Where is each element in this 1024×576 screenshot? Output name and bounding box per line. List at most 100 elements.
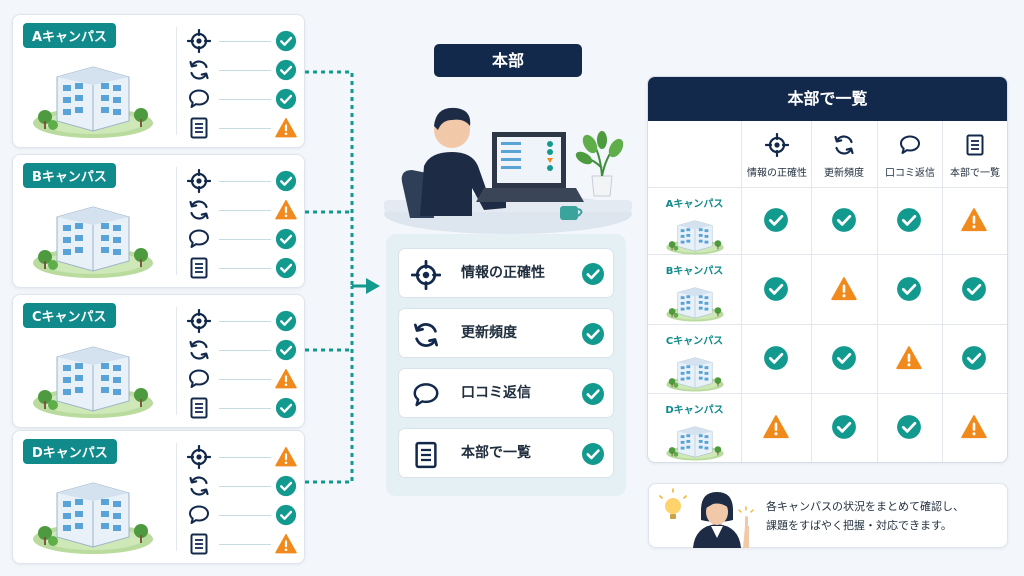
hq-row-label: 更新頻度 xyxy=(461,325,517,341)
warning-icon xyxy=(275,446,297,468)
divider xyxy=(648,324,1007,325)
speech-bubble-icon xyxy=(898,133,922,157)
table-title: 本部で一覧 xyxy=(648,77,1007,121)
warning-icon xyxy=(763,414,789,440)
campus-building-illustration xyxy=(662,350,728,392)
column-header-label: 情報の正確性 xyxy=(747,168,807,179)
campus-card-a: Aキャンパス xyxy=(12,14,305,148)
hq-row-update-frequency: 更新頻度 xyxy=(398,308,614,358)
refresh-icon xyxy=(187,338,211,362)
campus-check-row xyxy=(187,396,297,420)
hq-title: 本部 xyxy=(434,44,582,77)
campus-label: Dキャンパス xyxy=(23,439,117,464)
check-icon xyxy=(763,345,789,371)
connector-line xyxy=(219,515,271,516)
divider xyxy=(176,27,177,135)
divider xyxy=(942,121,943,462)
connector-line xyxy=(219,321,271,322)
row-header-label: Dキャンパス xyxy=(665,405,724,416)
document-icon xyxy=(187,396,211,420)
hq-row-overview: 本部で一覧 xyxy=(398,428,614,478)
connector-line xyxy=(219,486,271,487)
campus-check-row xyxy=(187,169,297,193)
check-icon xyxy=(275,170,297,192)
summary-line: 課題をすばやく把握・対応できます。 xyxy=(766,519,952,532)
connector-line xyxy=(219,210,271,211)
divider xyxy=(741,121,742,462)
campus-check-row xyxy=(187,367,297,391)
connector-line xyxy=(219,41,271,42)
divider xyxy=(648,393,1007,394)
check-icon xyxy=(961,345,987,371)
warning-icon xyxy=(275,117,297,139)
divider xyxy=(877,121,878,462)
campus-building-illustration xyxy=(662,419,728,461)
campus-card-d: Dキャンパス xyxy=(12,430,305,564)
warning-icon xyxy=(961,414,987,440)
refresh-icon xyxy=(832,133,856,157)
crosshair-icon xyxy=(187,29,211,53)
row-header-label: Bキャンパス xyxy=(665,266,724,277)
presenter-illustration xyxy=(659,488,754,548)
row-header-campus-c: Cキャンパス xyxy=(648,325,741,393)
column-header-update-frequency: 更新頻度 xyxy=(811,133,877,193)
crosshair-icon xyxy=(411,260,441,290)
column-header-review-reply: 口コミ返信 xyxy=(877,133,943,193)
warning-icon xyxy=(961,207,987,233)
row-header-label: Aキャンパス xyxy=(665,199,724,210)
refresh-icon xyxy=(187,474,211,498)
warning-icon xyxy=(275,533,297,555)
column-header-label: 口コミ返信 xyxy=(885,168,935,179)
row-header-campus-a: Aキャンパス xyxy=(648,188,741,256)
summary-line: 各キャンパスの状況をまとめて確認し、 xyxy=(766,500,964,513)
crosshair-icon xyxy=(765,133,789,157)
connector-line xyxy=(219,70,271,71)
check-icon xyxy=(831,345,857,371)
document-icon xyxy=(187,532,211,556)
check-icon xyxy=(275,88,297,110)
campus-card-b: Bキャンパス xyxy=(12,154,305,288)
speech-bubble-icon xyxy=(187,503,211,527)
campus-check-row xyxy=(187,309,297,333)
document-icon xyxy=(187,116,211,140)
divider xyxy=(176,167,177,275)
check-icon xyxy=(581,442,605,466)
row-header-campus-b: Bキャンパス xyxy=(648,255,741,323)
connector-line xyxy=(219,99,271,100)
check-icon xyxy=(275,30,297,52)
campus-label: Aキャンパス xyxy=(23,23,117,48)
check-icon xyxy=(831,207,857,233)
document-icon xyxy=(187,256,211,280)
connector-line xyxy=(219,239,271,240)
warning-icon xyxy=(275,199,297,221)
check-icon xyxy=(581,262,605,286)
campus-building-illustration xyxy=(27,331,159,419)
crosshair-icon xyxy=(187,169,211,193)
overview-table: 本部で一覧 情報の正確性 更新頻度 口コミ返信 本部で一覧 Aキャンパス Bキャ… xyxy=(647,76,1008,463)
campus-check-row xyxy=(187,503,297,527)
campus-check-row xyxy=(187,256,297,280)
row-header-label: Cキャンパス xyxy=(665,336,724,347)
campus-building-illustration xyxy=(662,280,728,322)
connector-line xyxy=(219,268,271,269)
divider xyxy=(648,187,1007,188)
document-icon xyxy=(411,440,441,470)
connector-line xyxy=(219,457,271,458)
check-icon xyxy=(896,276,922,302)
campus-check-row xyxy=(187,58,297,82)
column-header-overview: 本部で一覧 xyxy=(942,133,1007,193)
campus-check-row xyxy=(187,29,297,53)
check-icon xyxy=(831,414,857,440)
campus-check-row xyxy=(187,116,297,140)
speech-bubble-icon xyxy=(187,87,211,111)
refresh-icon xyxy=(411,320,441,350)
document-icon xyxy=(963,133,987,157)
warning-icon xyxy=(896,345,922,371)
check-icon xyxy=(581,322,605,346)
refresh-icon xyxy=(187,198,211,222)
hq-office-illustration xyxy=(384,107,632,234)
warning-icon xyxy=(275,368,297,390)
campus-label: Bキャンパス xyxy=(23,163,116,188)
warning-icon xyxy=(831,276,857,302)
divider xyxy=(176,443,177,551)
